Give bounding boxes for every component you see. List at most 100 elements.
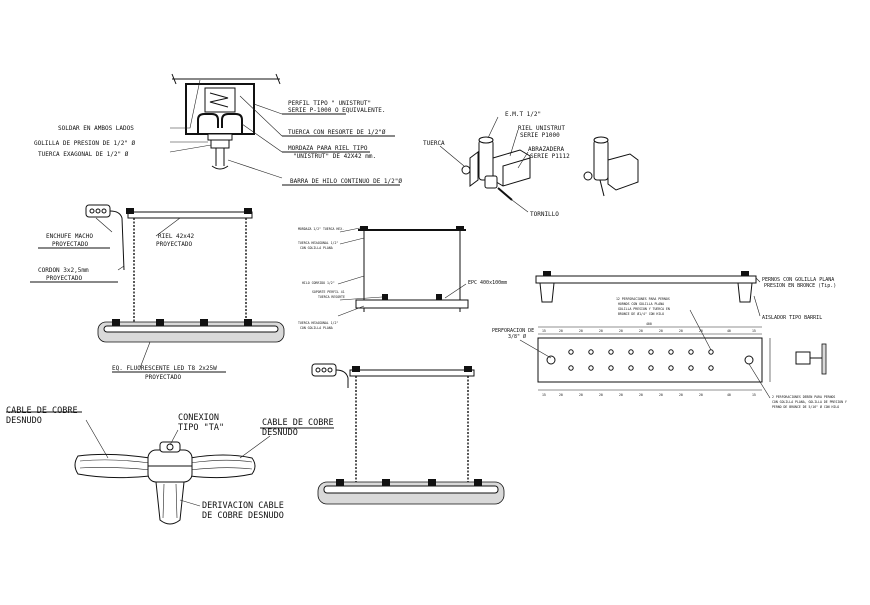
dim-bottom-6: 20	[659, 393, 663, 397]
unistrut-channel	[185, 83, 255, 135]
dim-overall: 400	[646, 322, 652, 326]
dim-top-9: 40	[727, 329, 731, 333]
holes-upper-row	[546, 349, 754, 365]
leader-perforacion	[519, 339, 552, 359]
label-derivacion-1: DERIVACION CABLE	[202, 501, 284, 511]
hole	[688, 349, 694, 355]
spring-nut-box	[204, 87, 236, 113]
leader-aislador	[753, 295, 761, 317]
label-conexion-2: TIPO "TA"	[178, 423, 224, 433]
label-epc: EPC 400x100mm	[468, 280, 507, 286]
leader-f7	[337, 305, 365, 317]
leader-f5	[339, 296, 383, 301]
label-cable-right-1: CABLE DE COBRE	[262, 418, 334, 428]
cable-right-strand-1	[189, 459, 253, 464]
leader-cordon	[117, 265, 125, 271]
bolt-2	[599, 179, 605, 197]
dim-top-2: 20	[579, 329, 583, 333]
dim-top-6: 20	[659, 329, 663, 333]
plug-pin-3	[101, 208, 107, 214]
leader-riel	[509, 129, 519, 157]
luminaire-2-lens	[323, 485, 499, 494]
leader-tuerca-exagonal	[169, 144, 212, 153]
label-note12-2: HORNOS CON GOLILLA PLANA	[618, 302, 664, 306]
hex-nut	[210, 139, 230, 149]
label-tornillo: TORNILLO	[530, 211, 559, 218]
dim-bottom-2: 20	[579, 393, 583, 397]
luminaire-clip-1	[112, 319, 120, 326]
hole	[568, 349, 574, 355]
pipe-strap	[469, 151, 479, 187]
hole	[668, 349, 674, 355]
hole	[628, 349, 634, 355]
leader-note12	[689, 309, 712, 351]
rail-clamp-left	[126, 208, 134, 214]
emt-pipe-2	[593, 139, 609, 181]
cable-derivation-strand-2	[175, 483, 178, 519]
dim-top-10: 15	[752, 329, 756, 333]
dim-top-1: 20	[559, 329, 563, 333]
epc-tray	[355, 299, 469, 309]
luminaire-clip-2	[156, 319, 164, 326]
luminaire-2-clip-2	[382, 479, 390, 486]
rail-2	[349, 369, 475, 377]
cable-derivation-strand-1	[162, 483, 165, 519]
cable-right	[189, 454, 256, 479]
label-mordaza-1: MORDAZA PARA RIEL TIPO	[288, 145, 368, 152]
leader-conexion	[169, 429, 179, 446]
leader-cable-right	[239, 435, 271, 459]
hole	[648, 365, 654, 371]
rail-2-clamp-right	[464, 366, 472, 372]
ground-bar-detail: 400 15 20 20 20 20 20 20 20 20 40 15 15 …	[492, 271, 847, 409]
label-pernos-2: PRESION EN BRONCE (Tip.)	[764, 283, 836, 289]
rail-42x42	[127, 211, 253, 219]
dim-bottom-8: 20	[699, 393, 703, 397]
luminaire-2-clip-3	[428, 479, 436, 486]
leader-mordaza	[241, 123, 283, 153]
dim-bottom-1: 20	[559, 393, 563, 397]
dim-bottom-3: 20	[599, 393, 603, 397]
dim-bottom-9: 40	[727, 393, 731, 397]
label-golilla: GOLILLA DE PRESION DE 1/2" Ø	[34, 140, 136, 147]
rod-break	[211, 165, 229, 170]
hole-mount-right	[744, 355, 754, 365]
label-conexion-1: CONEXION	[178, 413, 219, 423]
bottom-dimension-labels: 15 20 20 20 20 20 20 20 20 40 15	[542, 393, 756, 397]
label-eq-2: PROYECTADO	[145, 374, 182, 381]
dim-top-7: 20	[679, 329, 683, 333]
ceiling-break-left	[171, 73, 177, 85]
unistrut-rail-iso	[492, 149, 531, 187]
insulator-right	[737, 282, 753, 303]
label-riel-1: RIEL 42x42	[158, 233, 195, 240]
rail-edge	[502, 157, 531, 186]
ground-bar-plan	[537, 337, 763, 383]
label-perforacion-2: 3/8" Ø	[508, 333, 526, 340]
cord-line	[109, 210, 125, 271]
ground-bar-top	[535, 275, 757, 284]
cable-derivation	[155, 481, 185, 525]
hole	[588, 365, 594, 371]
ceiling-break-right	[275, 73, 281, 85]
top-dimension-labels: 15 20 20 20 20 20 20 20 20 40 15	[542, 329, 756, 333]
label-riel-2: SERIE P1000	[520, 132, 560, 139]
label-abrazadera-1: ABRAZADERA	[528, 146, 565, 153]
label-abrazadera-2: SERIE P1112	[530, 153, 570, 160]
label-frame-6: TUERCA RESORTE	[318, 295, 345, 299]
label-frame-3: CON GOLILLA PLANA	[300, 246, 333, 250]
label-frame-5: SOPORTE PERFIL 41	[312, 290, 345, 294]
label-derivacion-2: DE COBRE DESNUDO	[202, 511, 284, 521]
spring-zigzag	[209, 92, 229, 108]
pressure-washer	[207, 133, 233, 141]
label-cable-right-2: DESNUDO	[262, 428, 298, 438]
label-frame-4: HILO CORRIDO 1/2"	[302, 281, 335, 285]
label-barra: BARRA DE HILO CONTINUO DE 1/2"Ø	[290, 178, 402, 185]
plug-2-pin-1	[315, 367, 321, 373]
hole	[608, 365, 614, 371]
leader-f4	[337, 275, 365, 285]
leader-enchufe	[95, 217, 113, 233]
leader-cable-left	[85, 419, 109, 459]
label-enchufe-1: ENCHUFE MACHO	[46, 233, 93, 240]
dim-bottom-7: 20	[679, 393, 683, 397]
insulator-side	[795, 351, 811, 365]
luminaire-lens	[103, 325, 279, 333]
